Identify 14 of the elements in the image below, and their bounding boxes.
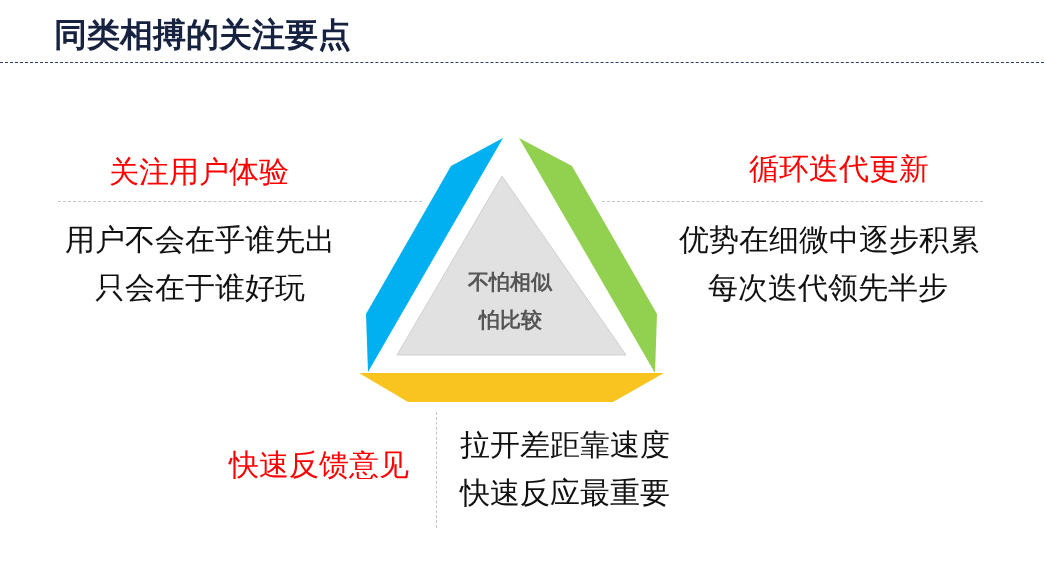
body-text: 优势在细微中逐步积累 (679, 222, 979, 258)
body-text: 拉开差距靠速度 (460, 427, 670, 463)
body-text: 用户不会在乎谁先出 (65, 222, 335, 258)
bottom-side-band (358, 372, 665, 403)
body-text: 只会在于谁好玩 (95, 270, 305, 306)
body-text: 每次迭代领先半步 (708, 270, 948, 306)
center-triangle (395, 174, 628, 357)
body-text: 快速反应最重要 (460, 475, 670, 511)
triangle-label: 不怕相似 (468, 269, 552, 295)
heading-text: 关注用户体验 (109, 154, 289, 190)
heading-text: 快速反馈意见 (229, 447, 409, 483)
page-title: 同类相搏的关注要点 (54, 15, 351, 55)
triangle-label: 怕比较 (478, 307, 542, 333)
heading-text: 循环迭代更新 (749, 151, 929, 187)
